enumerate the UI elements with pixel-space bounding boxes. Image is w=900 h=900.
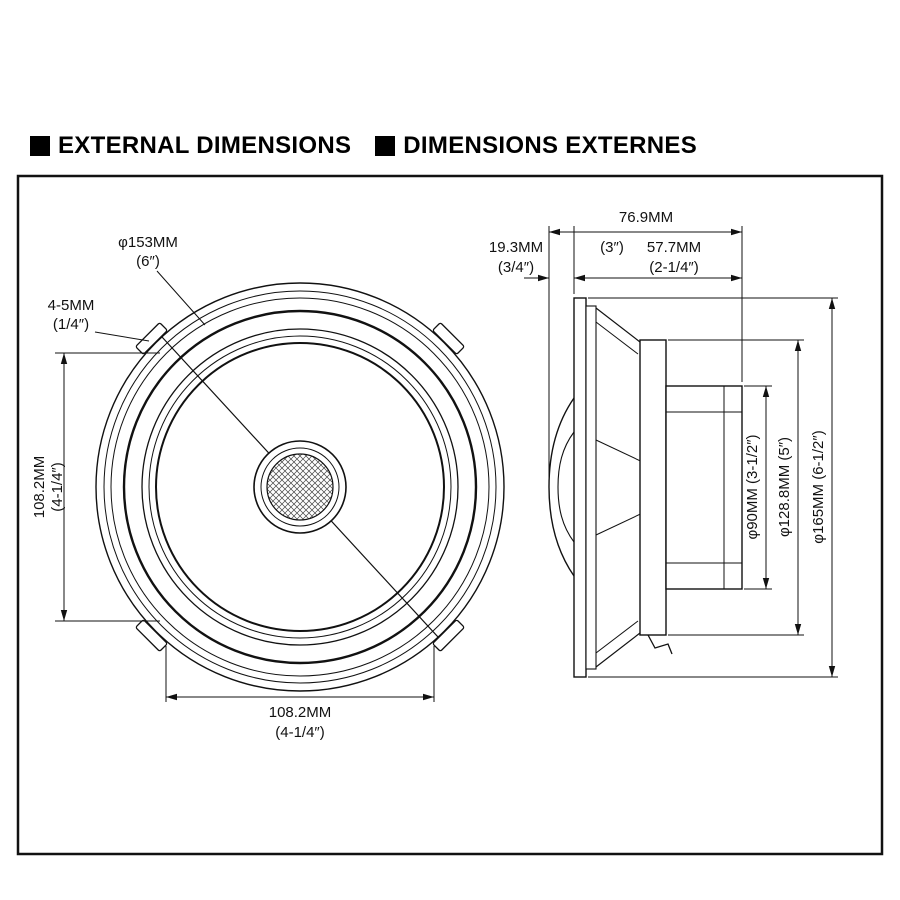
tweeter-dome-hatched [266,453,334,521]
label-front-depth-in: (3/4″) [498,259,534,276]
mounting-tab [135,322,168,355]
magnet-assembly [665,385,743,590]
label-cutout-diameter-in: (6″) [136,253,160,270]
mounting-flange [573,297,587,678]
dim-cutout-diameter: φ153MM (6″) [118,234,206,326]
basket-rear-ring [639,339,667,636]
title-english: EXTERNAL DIMENSIONS [58,132,352,159]
drawing-border [16,174,884,856]
tweeter [253,440,347,534]
surround-inner-ring [155,342,445,632]
flange-inner-circle [103,290,497,684]
label-overall-diameter: φ165MM (6-1/2″) [810,430,827,543]
basket-slant-inner [595,321,639,355]
label-cutout-diameter-mm: φ153MM [118,234,178,251]
basket-slant [595,632,641,668]
magnet-body [665,385,743,590]
label-rear-depth-mm: 57.7MM [647,239,701,256]
title-french: DIMENSIONS EXTERNES [403,132,698,159]
terminal-lugs [647,634,673,655]
mounting-tab [135,619,168,652]
label-horizontal-pitch-in: (4-1/4″) [275,724,325,741]
front-view-drawing: φ153MM (6″) 4-5MM (1/4″) 108.2MM (4-1/4″… [31,234,505,741]
label-horizontal-pitch-mm: 108.2MM [269,704,332,721]
side-view-drawing: 76.9MM (3″) 19.3MM (3/4″) 57.7MM (2-1/4″… [489,209,838,678]
mounting-tab [432,619,465,652]
bullet-square-icon [30,136,50,156]
label-rear-depth-in: (2-1/4″) [649,259,699,276]
label-tab-thickness-mm: 4-5MM [48,297,95,314]
surround-outer-ring [148,335,452,639]
label-frame-diameter: φ128.8MM (5″) [776,437,793,537]
mounting-tabs [135,322,465,652]
label-magnet-diameter: φ90MM (3-1/2″) [744,434,761,539]
label-total-depth-mm: 76.9MM [619,209,673,226]
gasket-section [585,305,597,670]
gasket-outer-ring [122,309,478,665]
surround-profile [548,397,575,577]
tweeter-inner-ring [260,447,340,527]
basket-slant-inner [595,620,639,654]
bullet-square-icon [375,136,396,156]
dim-diameters: φ90MM (3-1/2″) φ128.8MM (5″) φ165MM (6-1… [588,297,838,678]
basket-frame [595,307,667,668]
label-vertical-pitch-in: (4-1/4″) [49,462,66,512]
outer-flange-circle [95,282,505,692]
leader-line [94,331,150,342]
label-front-depth-mm: 19.3MM [489,239,543,256]
leader-line [156,270,206,326]
label-tab-thickness-in: (1/4″) [53,316,89,333]
speaker-rings [95,282,505,692]
sheet-header: EXTERNAL DIMENSIONS DIMENSIONS EXTERNES [30,132,697,160]
label-vertical-pitch-mm: 108.2MM [31,456,48,519]
cutout-circle [110,297,490,677]
dim-horizontal-pitch: 108.2MM (4-1/4″) [165,646,435,741]
label-total-depth-in: (3″) [600,239,624,256]
mounting-tab [432,322,465,355]
dim-tab-thickness: 4-5MM (1/4″) [48,297,150,342]
dim-vertical-pitch: 108.2MM (4-1/4″) [31,352,160,622]
dustcap-profile [557,431,575,543]
gasket-inner-ring [141,328,459,646]
basket-slant [595,307,641,343]
dim-depths: 76.9MM (3″) 19.3MM (3/4″) 57.7MM (2-1/4″… [489,209,743,480]
